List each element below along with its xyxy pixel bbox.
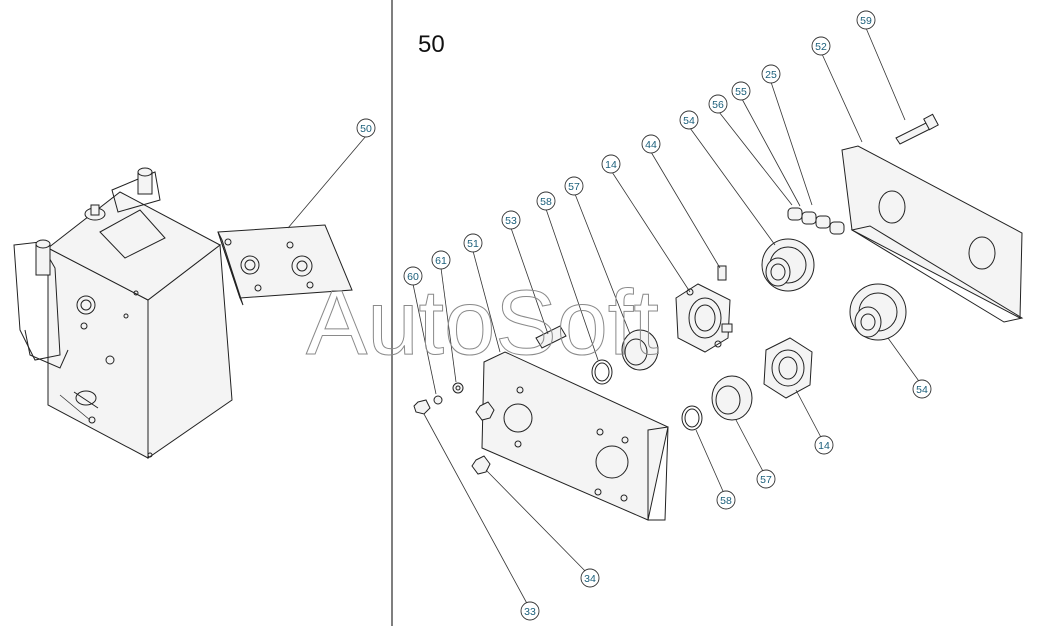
callout-50-left: 50	[356, 118, 376, 138]
svg-text:57: 57	[760, 474, 772, 486]
flange-bearing-lower-14	[763, 337, 813, 399]
svg-text:54: 54	[683, 115, 695, 127]
svg-text:53: 53	[505, 215, 517, 227]
svg-text:56: 56	[712, 99, 724, 111]
autosoft-watermark: AutoSoft	[306, 272, 659, 374]
sprocket-top-54	[761, 238, 815, 292]
svg-text:58: 58	[540, 196, 552, 208]
mounting-plate-51	[481, 351, 669, 521]
callout-54-right: 54	[912, 379, 932, 399]
sprocket-bottom-54	[849, 283, 907, 341]
callout-25: 25	[761, 64, 781, 84]
callout-58-bottom: 58	[716, 490, 736, 510]
callout-14-top: 14	[601, 154, 621, 174]
bearing-upper-57	[621, 329, 659, 371]
callout-59: 59	[856, 10, 876, 30]
washer-60	[433, 395, 443, 405]
callout-53: 53	[501, 210, 521, 230]
svg-text:44: 44	[645, 139, 657, 151]
nut-33	[413, 399, 431, 415]
callout-57-top: 57	[564, 176, 584, 196]
svg-text:61: 61	[435, 255, 447, 267]
leader-lines	[287, 27, 922, 610]
svg-text:25: 25	[765, 69, 777, 81]
cover-plate-50	[217, 224, 353, 306]
callout-60: 60	[403, 266, 423, 286]
svg-text:14: 14	[818, 440, 830, 452]
svg-text:55: 55	[735, 86, 747, 98]
svg-text:14: 14	[605, 159, 617, 171]
svg-text:34: 34	[584, 573, 596, 585]
svg-text:54: 54	[916, 384, 928, 396]
svg-text:58: 58	[720, 495, 732, 507]
callout-33: 33	[520, 601, 540, 621]
callout-34: 34	[580, 568, 600, 588]
assembly-number: 50	[418, 31, 445, 58]
gearbox-housing	[13, 167, 233, 459]
snap-ring-lower-58	[681, 405, 703, 431]
nut-on-plate	[475, 401, 495, 421]
pin-53	[535, 325, 567, 349]
bolt-59	[895, 113, 939, 145]
chain-25	[787, 207, 845, 235]
svg-text:60: 60	[407, 271, 419, 283]
flange-bearing-upper-14	[675, 265, 733, 353]
callout-56: 56	[708, 94, 728, 114]
svg-text:33: 33	[524, 606, 536, 618]
callout-61: 61	[431, 250, 451, 270]
bracket-plate-52	[841, 145, 1024, 323]
nut-34	[471, 455, 491, 475]
callout-54-top: 54	[679, 110, 699, 130]
callout-58-top: 58	[536, 191, 556, 211]
callout-14-bottom: 14	[814, 435, 834, 455]
callout-57-bottom: 57	[756, 469, 776, 489]
svg-text:51: 51	[467, 238, 479, 250]
callout-55: 55	[731, 81, 751, 101]
callout-51: 51	[463, 233, 483, 253]
snap-ring-upper-58	[591, 359, 613, 385]
svg-text:59: 59	[860, 15, 872, 27]
bearing-lower-57	[711, 375, 753, 421]
svg-text:57: 57	[568, 181, 580, 193]
callout-52: 52	[811, 36, 831, 56]
svg-text:50: 50	[360, 123, 372, 135]
svg-text:52: 52	[815, 41, 827, 53]
callout-44: 44	[641, 134, 661, 154]
washer-61	[452, 382, 464, 394]
